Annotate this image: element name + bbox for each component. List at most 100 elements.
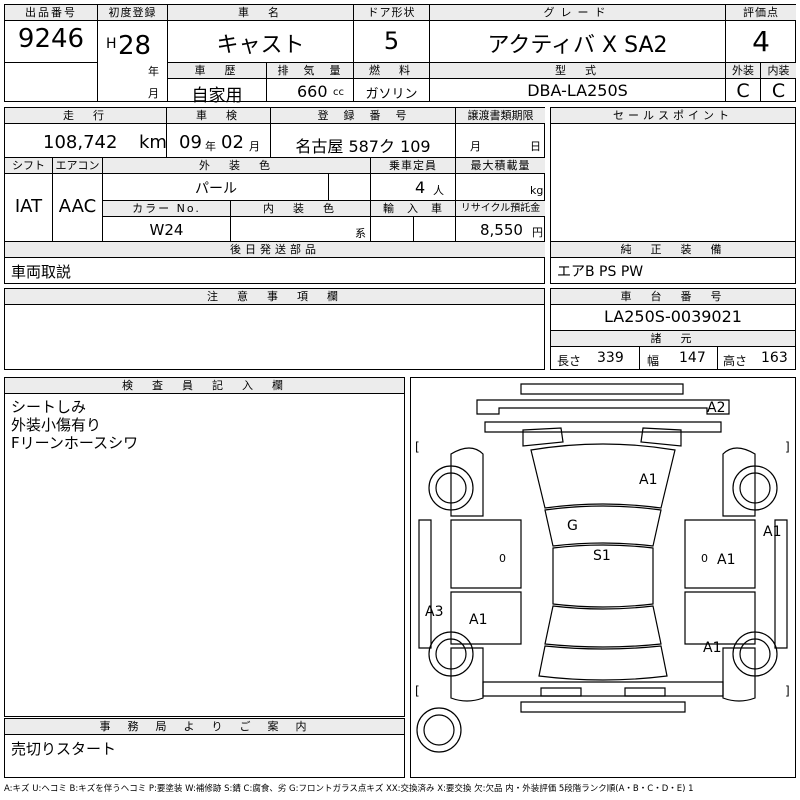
int-color-unit: 系 <box>355 227 366 240</box>
car-name-block: 車 名 キャスト <box>168 5 354 63</box>
fuel-value: ガソリン <box>365 87 418 102</box>
exterior-grade: C <box>736 80 750 102</box>
office-section: 事 務 局 よ り ご 案 内 売切りスタート <box>4 718 405 778</box>
bracket-right-top: ] <box>785 440 790 454</box>
reg-label: 登 録 番 号 <box>271 108 455 124</box>
exterior-label: 外装 <box>726 63 760 79</box>
transfer-label: 譲渡書類期限 <box>456 108 545 124</box>
mark-roof: S1 <box>593 548 611 564</box>
int-color-label: 内 装 色 <box>231 201 370 217</box>
inspector-line-3: Fリーンホースシワ <box>11 434 139 452</box>
mark-front-bumper: A2 <box>707 400 726 416</box>
lot-number: 9246 <box>17 24 85 54</box>
inspection-month: 02 <box>221 132 244 153</box>
score-label: 評価点 <box>726 5 796 21</box>
inspection-year: 09 <box>179 132 202 153</box>
door-block: ドア形状 5 <box>354 5 430 63</box>
mileage-unit: km <box>139 132 167 153</box>
mark-left-rear-quarter: A3 <box>425 604 444 620</box>
chassis-label: 車 台 番 号 <box>551 289 795 305</box>
load-label: 最大積載量 <box>456 158 545 174</box>
color-value: パール <box>195 181 237 197</box>
inspector-section: 検 査 員 記 入 欄 シートしみ 外装小傷有り Fリーンホースシワ <box>4 377 405 717</box>
inspection-label: 車 検 <box>167 108 270 124</box>
interior-grade: C <box>771 80 786 102</box>
mark-right-zero: 0 <box>701 552 708 565</box>
transfer-day: 日 <box>530 140 541 153</box>
displacement-block: 排 気 量 660 cc <box>267 63 354 102</box>
first-reg-block: 初度登録 H 28 年 月 <box>98 5 168 102</box>
interior-label: 内装 <box>761 63 796 79</box>
reg-year: 28 <box>118 31 152 61</box>
inspection-block: 車 検 09 年 02 月 <box>167 108 271 158</box>
score-value: 4 <box>752 25 770 58</box>
car-name-label: 車 名 <box>168 5 353 21</box>
history-block: 車 歴 自家用 <box>168 63 267 106</box>
equip-value: エアB PS PW <box>557 264 644 280</box>
ac-label: エアコン <box>53 158 102 174</box>
door-count: 5 <box>383 27 400 55</box>
specs-label: 諸 元 <box>551 330 795 347</box>
equip-label: 純 正 装 備 <box>551 242 795 258</box>
capacity-label: 乗車定員 <box>371 158 455 174</box>
height-label: 高さ <box>723 354 748 368</box>
mark-left-zero: 0 <box>499 552 506 565</box>
reg-block: 登 録 番 号 名古屋 587ク 109 <box>271 108 456 158</box>
transfer-block: 譲渡書類期限 月 日 <box>456 108 545 158</box>
office-label: 事 務 局 よ り ご 案 内 <box>5 719 404 735</box>
color-no-value: W24 <box>149 221 184 239</box>
load-block: 最大積載量 kg <box>456 158 545 201</box>
color-block: 外 装 色 パール <box>103 158 371 201</box>
capacity-value: 4 <box>415 178 426 197</box>
caution-section: 注 意 事 項 欄 <box>4 288 545 370</box>
car-name: キャスト <box>216 33 305 58</box>
inspector-line-2: 外装小傷有り <box>11 416 102 434</box>
door-label: ドア形状 <box>354 5 429 21</box>
bracket-left-bottom: [ <box>415 684 420 698</box>
chassis-section: 車 台 番 号 LA250S-0039021 諸 元 長さ 339 幅 147 … <box>550 288 796 370</box>
length-value: 339 <box>597 350 624 366</box>
car-outline <box>416 383 788 753</box>
caution-label: 注 意 事 項 欄 <box>5 289 544 305</box>
shift-value: IAT <box>14 196 43 217</box>
spec-divider-2 <box>717 347 718 370</box>
color-label: 外 装 色 <box>103 158 370 174</box>
color-no-block: カラー No. W24 <box>103 201 231 242</box>
fuel-label: 燃 料 <box>354 63 429 79</box>
top-section: 出品番号 9246 初度登録 H 28 年 月 車 名 キャスト ドア形状 5 … <box>4 4 796 106</box>
inspector-label: 検 査 員 記 入 欄 <box>5 378 404 394</box>
load-unit: kg <box>530 184 544 197</box>
exterior-block: 外装 C <box>726 63 761 102</box>
vehicle-info-section: 走 行 108,742 km 車 検 09 年 02 月 登 録 番 号 名古屋… <box>4 107 545 284</box>
fuel-block: 燃 料 ガソリン <box>354 63 430 102</box>
recycle-block: リサイクル預託金 8,550 円 <box>456 201 545 242</box>
mark-left-rear-door: A1 <box>469 612 488 628</box>
inspection-year-unit: 年 <box>205 140 216 153</box>
int-color-block: 内 装 色 系 <box>231 201 371 242</box>
grade-block: グレード アクティバ X SA2 <box>430 5 726 63</box>
width-value: 147 <box>679 350 706 366</box>
lot-label: 出品番号 <box>5 5 97 21</box>
reg-number: 名古屋 587ク 109 <box>295 137 431 156</box>
equipment-section: 純 正 装 備 エアB PS PW <box>550 241 796 284</box>
mileage-block: 走 行 108,742 km <box>5 108 167 158</box>
capacity-unit: 人 <box>433 184 444 197</box>
grade-label: グレード <box>430 5 725 21</box>
mileage-value: 108,742 <box>43 132 118 153</box>
lot-block: 出品番号 9246 <box>5 5 98 63</box>
office-text: 売切りスタート <box>11 740 117 758</box>
sales-point-section: セールスポイント <box>550 107 796 242</box>
inspector-line-1: シートしみ <box>11 398 87 416</box>
displacement-value: 660 <box>297 82 328 101</box>
year-unit: 年 <box>148 65 159 78</box>
sales-label: セールスポイント <box>551 108 795 124</box>
first-reg-label: 初度登録 <box>98 5 167 21</box>
capacity-block: 乗車定員 4 人 <box>371 158 456 201</box>
later-value: 車両取説 <box>11 263 72 281</box>
import-label: 輸 入 車 <box>371 201 455 217</box>
grade-value: アクティバ X SA2 <box>487 33 668 58</box>
shift-block: シフト IAT <box>5 158 53 242</box>
import-divider <box>413 217 414 241</box>
color-value-cell: パール <box>103 174 329 200</box>
import-block: 輸 入 車 <box>371 201 456 242</box>
